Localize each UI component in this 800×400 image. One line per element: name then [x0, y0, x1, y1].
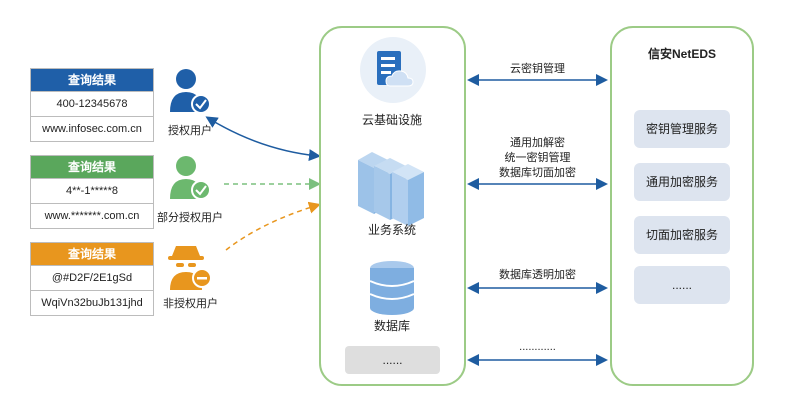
card-header: 查询结果 — [31, 243, 153, 265]
cloud-infrastructure-icon — [360, 37, 426, 103]
more-link-label: ............ — [519, 341, 556, 353]
database-icon — [369, 261, 415, 315]
card-header: 查询结果 — [31, 156, 153, 178]
card-row-website: WqiVn32buJb131jhd — [31, 290, 153, 315]
database-label: 数据库 — [373, 319, 410, 333]
crypto-label-line3: 数据库切面加密 — [499, 167, 576, 179]
card-row-phone: 4**-1*****8 — [31, 178, 153, 203]
partial-user-label: 部分授权用户 — [157, 212, 223, 224]
card-row-phone: @#D2F/2E1gSd — [31, 265, 153, 290]
result-card-partial: 查询结果 4**-1*****8 www.*******.com.cn — [30, 155, 154, 229]
more-services-box: ...... — [634, 266, 730, 304]
middle-more-box: ...... — [345, 346, 440, 374]
authorized-link-arrow — [205, 116, 321, 162]
card-row-website: www.infosec.com.cn — [31, 116, 153, 141]
unauthorized-user-icon — [168, 246, 212, 290]
unauthorized-user-label: 非授权用户 — [163, 298, 218, 310]
partial-user-icon — [170, 156, 211, 200]
result-card-authorized: 查询结果 400-12345678 www.infosec.com.cn — [30, 68, 154, 142]
card-row-website: www.*******.com.cn — [31, 203, 153, 228]
key-management-service: 密钥管理服务 — [634, 110, 730, 148]
kms-label: 云密钥管理 — [510, 63, 565, 75]
tde-label: 数据库透明加密 — [499, 269, 576, 281]
unauthorized-link-arrow — [225, 201, 321, 251]
neteds-title: 信安NetEDS — [647, 47, 716, 61]
crypto-label-line1: 通用加解密 — [510, 137, 565, 149]
cloud-infrastructure-label: 云基础设施 — [361, 113, 422, 127]
crypto-label-line2: 统一密钥管理 — [504, 152, 571, 164]
result-card-unauthorized: 查询结果 @#D2F/2E1gSd WqiVn32buJb131jhd — [30, 242, 154, 316]
neteds-panel — [610, 26, 754, 386]
card-header: 查询结果 — [31, 69, 153, 91]
authorized-user-label: 授权用户 — [168, 125, 212, 137]
business-system-server-icon — [358, 152, 424, 226]
business-system-label: 业务系统 — [367, 223, 416, 237]
aspect-encryption-service: 切面加密服务 — [634, 216, 730, 254]
card-row-phone: 400-12345678 — [31, 91, 153, 116]
authorized-user-icon — [170, 69, 211, 114]
general-encryption-service: 通用加密服务 — [634, 163, 730, 201]
